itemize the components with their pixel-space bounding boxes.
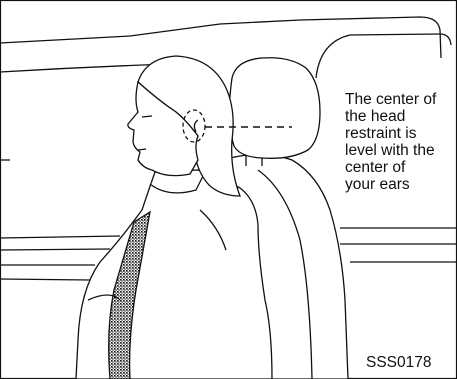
torso	[76, 170, 272, 379]
callout-line-4: level with the	[345, 142, 435, 160]
callout-line-5: center of	[345, 159, 405, 177]
door-line-4	[0, 279, 90, 280]
callout-line-3: restraint is	[345, 125, 417, 143]
callout-line-2: the head	[345, 108, 405, 126]
head-restraint	[229, 58, 320, 159]
door-line-1	[0, 236, 120, 238]
callout-line-6: your ears	[345, 176, 410, 194]
figure-code: SSS0178	[366, 354, 432, 372]
door-line-2	[0, 249, 110, 250]
callout-line-1: The center of	[345, 91, 436, 109]
rear-pillar	[316, 34, 451, 78]
roof-line	[0, 17, 441, 58]
